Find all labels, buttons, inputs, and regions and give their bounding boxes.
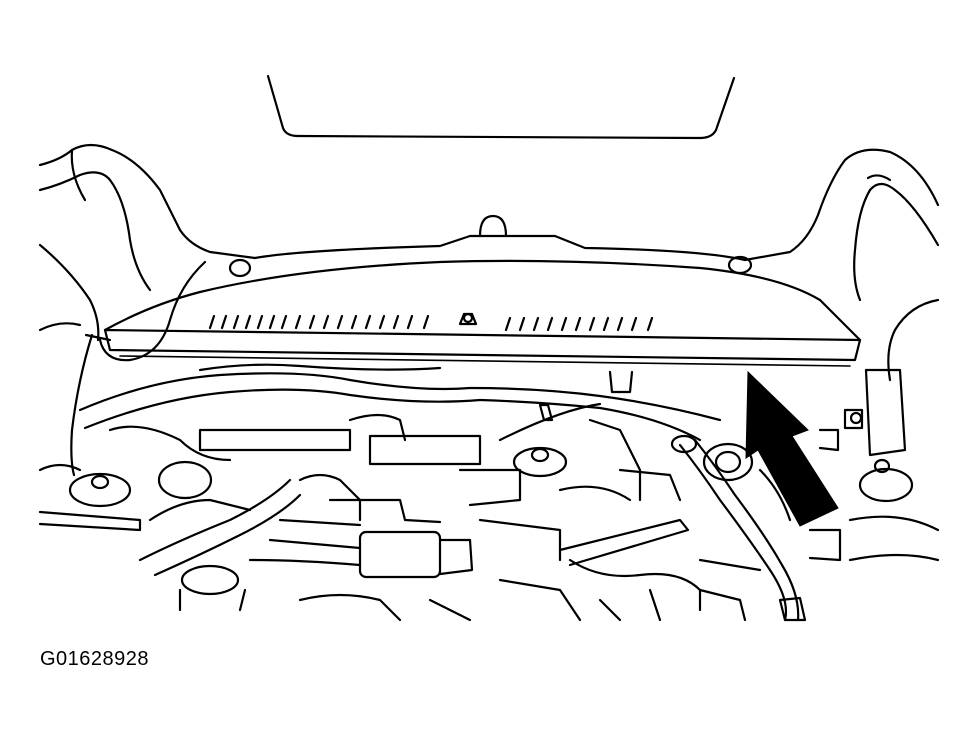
engine-components xyxy=(198,403,702,622)
hood-cable xyxy=(70,260,207,477)
right-fender-outline xyxy=(727,148,940,382)
left-fender-outline xyxy=(38,143,257,342)
cowl-panel xyxy=(103,214,862,367)
right-components xyxy=(670,368,940,622)
left-components xyxy=(38,425,302,612)
upper-hoses xyxy=(78,363,722,442)
location-arrow xyxy=(745,370,839,527)
hood-outline xyxy=(266,74,736,140)
figure-id-label: G01628928 xyxy=(40,648,150,670)
